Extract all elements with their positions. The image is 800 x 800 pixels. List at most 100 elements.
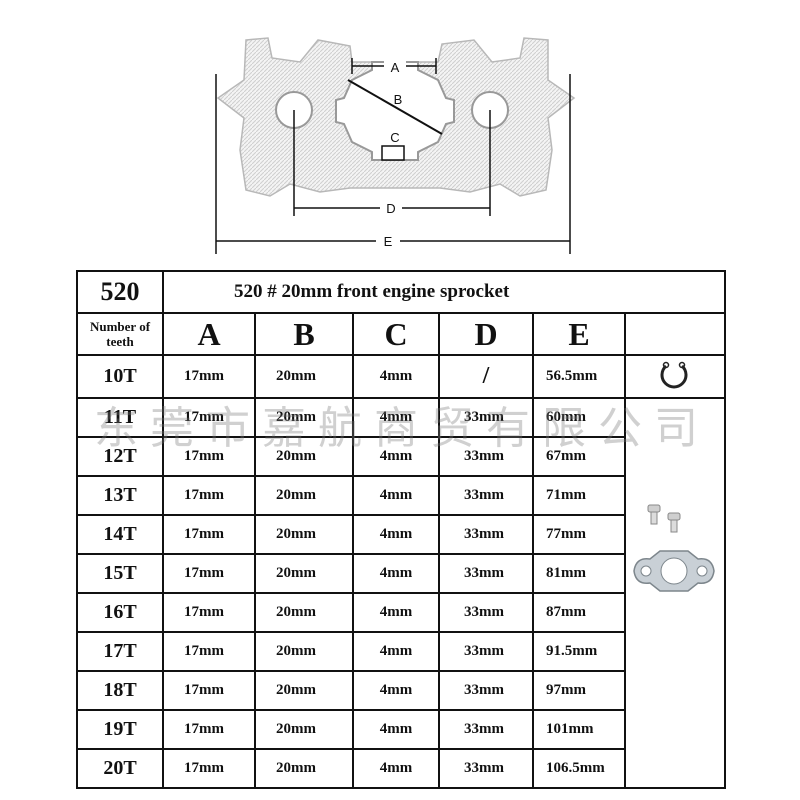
value-b-cell: 20mm: [254, 709, 354, 750]
dimension-e-label: E: [384, 234, 393, 249]
value-e-cell: 101mm: [532, 709, 626, 750]
value-e-cell: 60mm: [532, 397, 626, 438]
column-header-e: E: [532, 312, 626, 356]
spec-table: 520 520 # 20mm front engine sprocket Num…: [76, 270, 727, 789]
value-c-cell: 4mm: [352, 553, 440, 594]
value-e-cell: 77mm: [532, 514, 626, 555]
value-c-cell: 4mm: [352, 514, 440, 555]
table-header-row: Number of teeth A B C D E: [76, 312, 727, 356]
value-c-cell: 4mm: [352, 475, 440, 516]
column-header-c: C: [352, 312, 440, 356]
value-b-cell: 20mm: [254, 631, 354, 672]
value-e-cell: 91.5mm: [532, 631, 626, 672]
value-a-cell: 17mm: [162, 670, 256, 711]
value-b-cell: 20mm: [254, 748, 354, 789]
teeth-count-cell: 14T: [76, 514, 164, 555]
value-d-cell: 33mm: [438, 553, 534, 594]
teeth-count-cell: 10T: [76, 354, 164, 399]
value-b-cell: 20mm: [254, 553, 354, 594]
value-a-cell: 17mm: [162, 436, 256, 477]
value-a-cell: 17mm: [162, 553, 256, 594]
value-c-cell: 4mm: [352, 354, 440, 399]
table-title: 520 # 20mm front engine sprocket: [161, 270, 727, 314]
model-number: 520: [76, 270, 164, 314]
value-c-cell: 4mm: [352, 631, 440, 672]
teeth-count-cell: 13T: [76, 475, 164, 516]
dimension-e-label-bg: [376, 232, 400, 249]
value-d-cell: /: [438, 354, 534, 399]
dimension-a-label: A: [391, 60, 400, 75]
dimension-c-label: C: [390, 130, 399, 145]
teeth-count-cell: 19T: [76, 709, 164, 750]
teeth-count-cell: 16T: [76, 592, 164, 633]
value-e-cell: 106.5mm: [532, 748, 626, 789]
accessory-cell: [623, 397, 727, 789]
value-c-cell: 4mm: [352, 436, 440, 477]
locking-plate-icon: [633, 550, 715, 592]
dimension-c-box: [381, 145, 405, 161]
value-e-cell: 56.5mm: [532, 354, 626, 399]
dimension-b-label: B: [394, 92, 403, 107]
column-header-a: A: [162, 312, 256, 356]
value-b-cell: 20mm: [254, 592, 354, 633]
column-header-d: D: [438, 312, 534, 356]
value-c-cell: 4mm: [352, 748, 440, 789]
value-d-cell: 33mm: [438, 475, 534, 516]
value-d-cell: 33mm: [438, 709, 534, 750]
teeth-count-cell: 20T: [76, 748, 164, 789]
dimension-d-label-bg: [380, 199, 402, 216]
dimension-b-line: [347, 79, 443, 135]
dimension-d-label: D: [386, 201, 395, 216]
value-c-cell: 4mm: [352, 397, 440, 438]
value-e-cell: 67mm: [532, 436, 626, 477]
circlip-cell: [623, 354, 727, 399]
column-header-b: B: [254, 312, 354, 356]
teeth-count-cell: 11T: [76, 397, 164, 438]
teeth-count-cell: 18T: [76, 670, 164, 711]
dimension-a-label-bg: [384, 58, 406, 74]
value-a-cell: 17mm: [162, 709, 256, 750]
value-e-cell: 97mm: [532, 670, 626, 711]
value-d-cell: 33mm: [438, 397, 534, 438]
value-a-cell: 17mm: [162, 592, 256, 633]
value-a-cell: 17mm: [162, 475, 256, 516]
value-c-cell: 4mm: [352, 709, 440, 750]
value-a-cell: 17mm: [162, 631, 256, 672]
value-d-cell: 33mm: [438, 514, 534, 555]
value-d-cell: 33mm: [438, 670, 534, 711]
circlip-icon: [660, 361, 688, 389]
value-b-cell: 20mm: [254, 670, 354, 711]
teeth-column-header: Number of teeth: [76, 312, 164, 356]
teeth-count-cell: 12T: [76, 436, 164, 477]
value-b-cell: 20mm: [254, 514, 354, 555]
center-bore: [335, 61, 455, 161]
value-b-cell: 20mm: [254, 475, 354, 516]
accessory-drawing: [633, 504, 715, 592]
accessory-header: [623, 312, 727, 356]
value-b-cell: 20mm: [254, 436, 354, 477]
value-a-cell: 17mm: [162, 748, 256, 789]
teeth-count-cell: 15T: [76, 553, 164, 594]
value-d-cell: 33mm: [438, 592, 534, 633]
value-d-cell: 33mm: [438, 436, 534, 477]
value-a-cell: 17mm: [162, 354, 256, 399]
value-e-cell: 81mm: [532, 553, 626, 594]
value-e-cell: 71mm: [532, 475, 626, 516]
value-c-cell: 4mm: [352, 670, 440, 711]
value-a-cell: 17mm: [162, 397, 256, 438]
value-d-cell: 33mm: [438, 631, 534, 672]
value-c-cell: 4mm: [352, 592, 440, 633]
value-b-cell: 20mm: [254, 354, 354, 399]
table-title-row: 520 520 # 20mm front engine sprocket: [76, 270, 727, 314]
